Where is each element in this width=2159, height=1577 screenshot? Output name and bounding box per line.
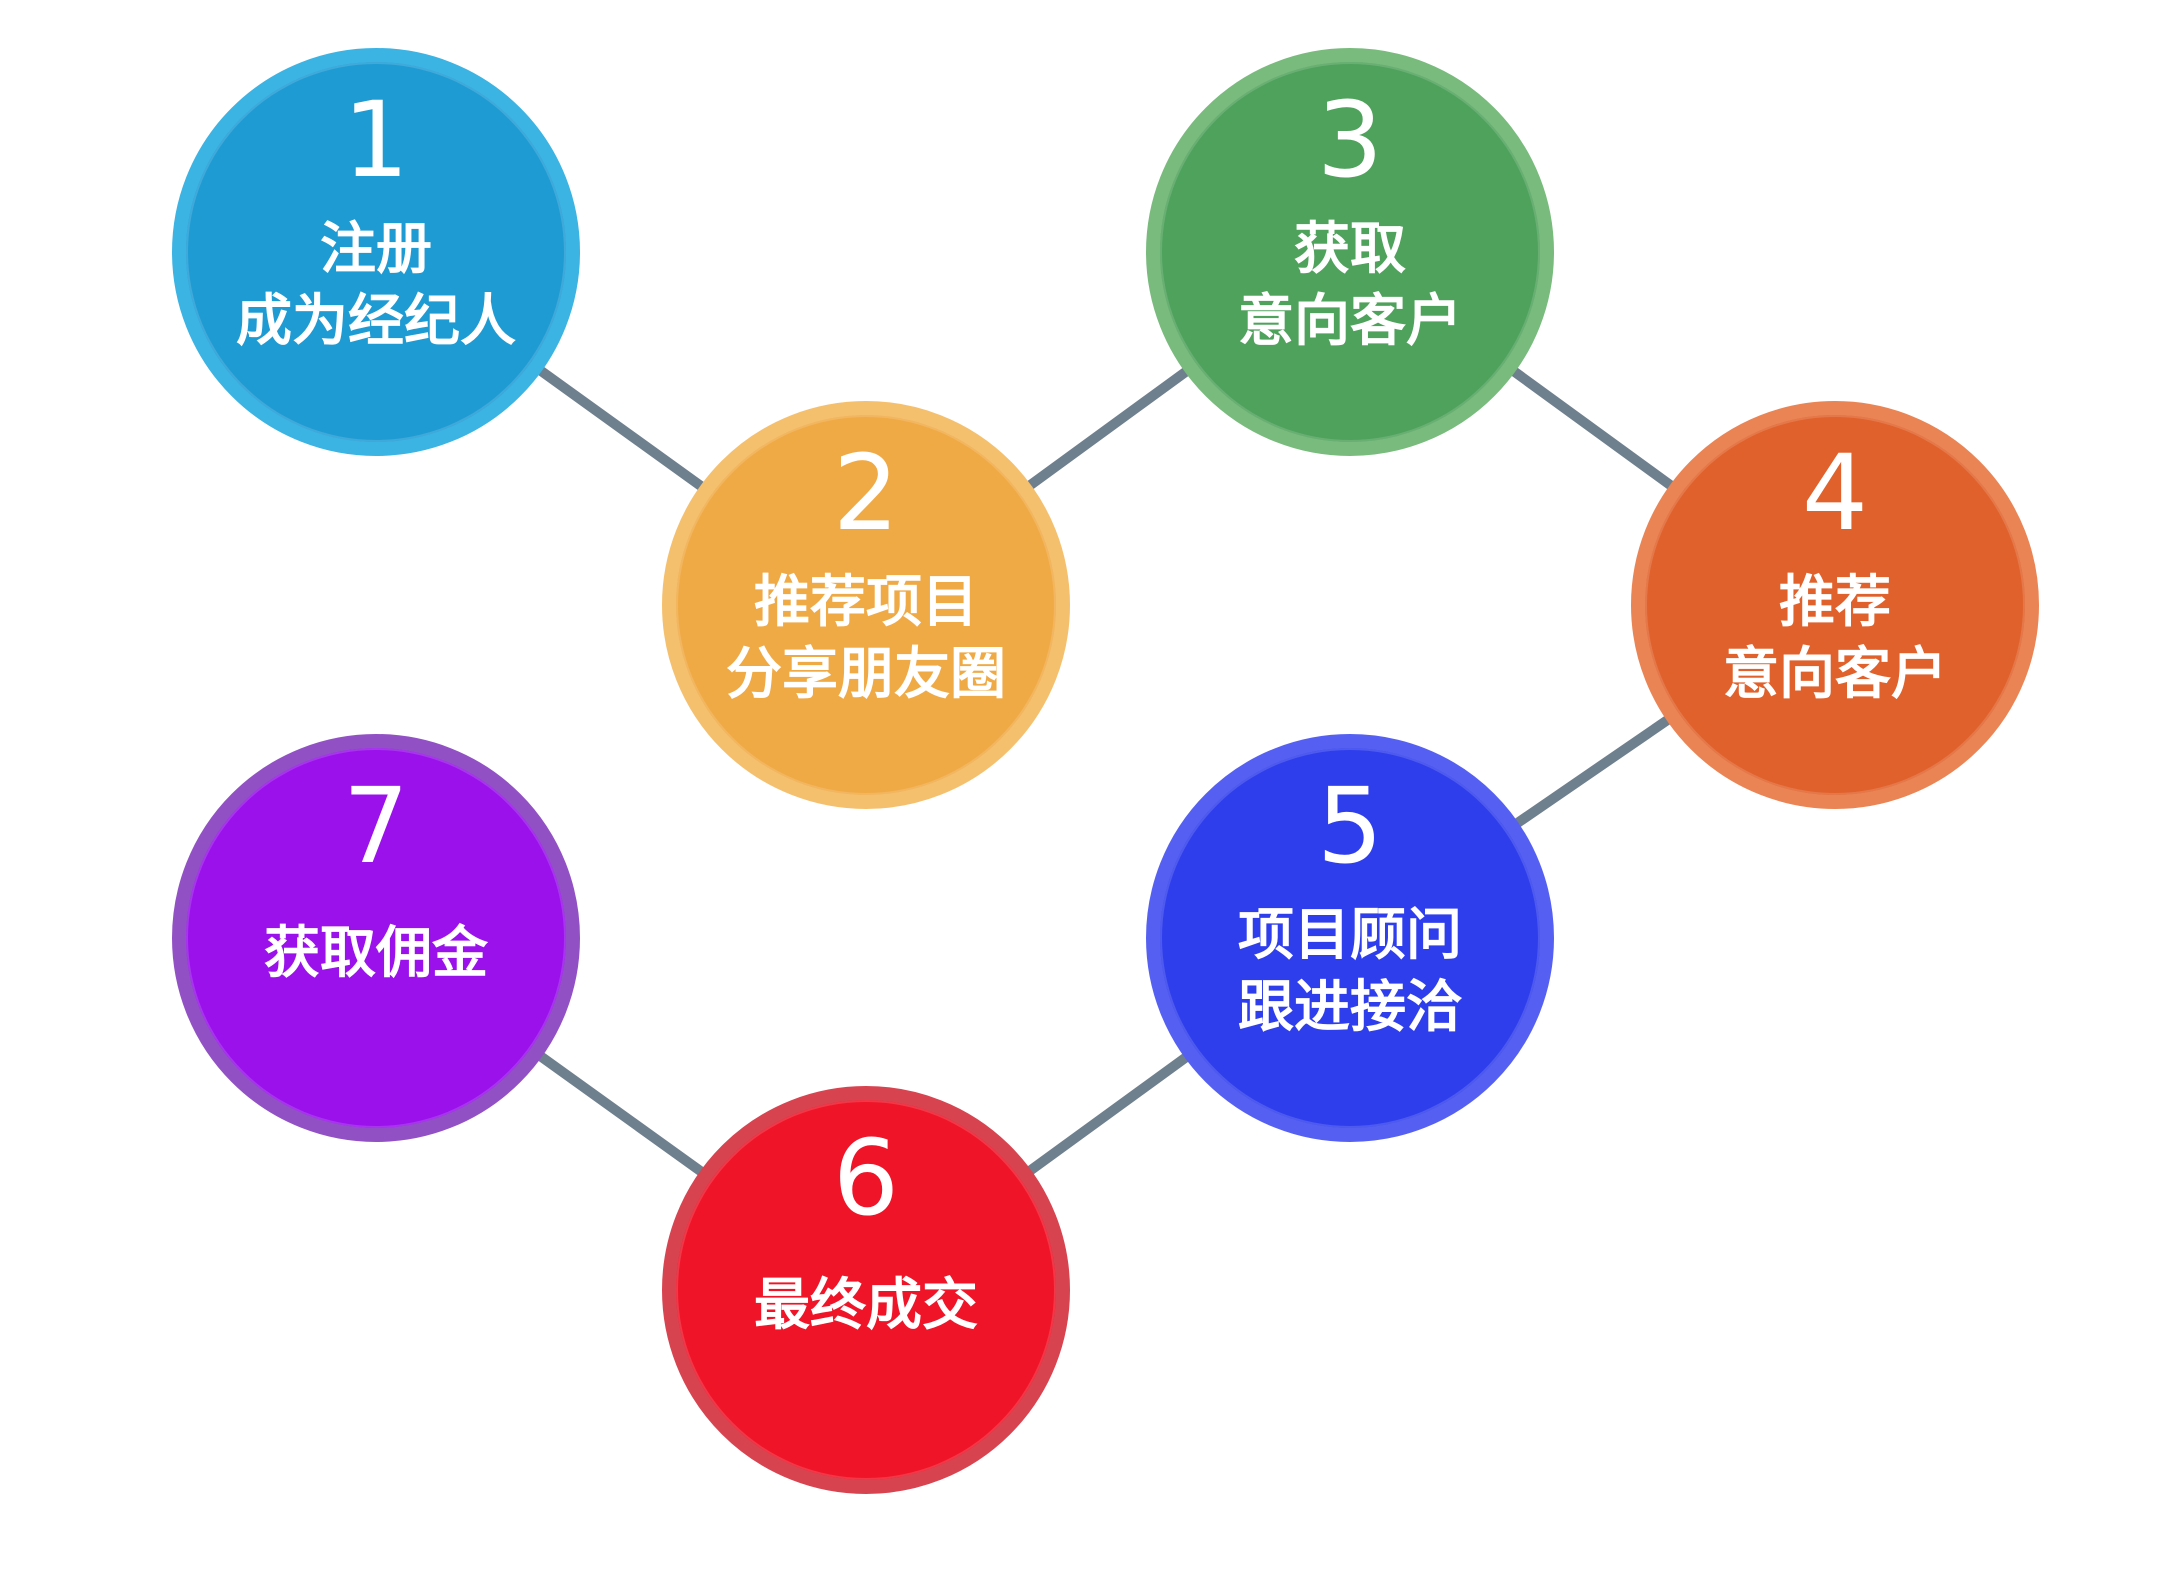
step-3-line-1: 获取 [1294,217,1406,282]
step-6-circle: 6 最终成交 [662,1086,1070,1494]
step-3-number: 3 [1316,79,1384,201]
step-4-circle: 4 推荐 意向客户 [1631,401,2039,809]
step-7-line-1: 获取佣金 [264,921,488,986]
step-2-line-2: 分享朋友圈 [726,642,1006,707]
step-1-circle: 1 注册 成为经纪人 [172,48,580,456]
step-6-line-1: 最终成交 [754,1273,978,1338]
step-3-circle: 3 获取 意向客户 [1146,48,1554,456]
step-5-circle: 5 项目顾问 跟进接洽 [1146,734,1554,1142]
step-5-line-1: 项目顾问 [1238,903,1462,968]
step-4-line-1: 推荐 [1779,570,1891,635]
step-2-line-1: 推荐项目 [754,570,978,635]
step-7-circle: 7 获取佣金 [172,734,580,1142]
step-2-number: 2 [832,432,900,554]
step-1-line-2: 成为经纪人 [236,289,516,354]
step-7-number: 7 [342,765,410,887]
step-3-line-2: 意向客户 [1238,289,1462,354]
step-5-number: 5 [1316,765,1384,887]
step-6-number: 6 [832,1117,900,1239]
step-5-line-2: 跟进接洽 [1238,975,1462,1040]
step-4-line-2: 意向客户 [1723,642,1947,707]
step-4-number: 4 [1801,432,1869,554]
step-1-line-1: 注册 [320,217,432,282]
step-2-circle: 2 推荐项目 分享朋友圈 [662,401,1070,809]
step-1-number: 1 [342,79,410,201]
